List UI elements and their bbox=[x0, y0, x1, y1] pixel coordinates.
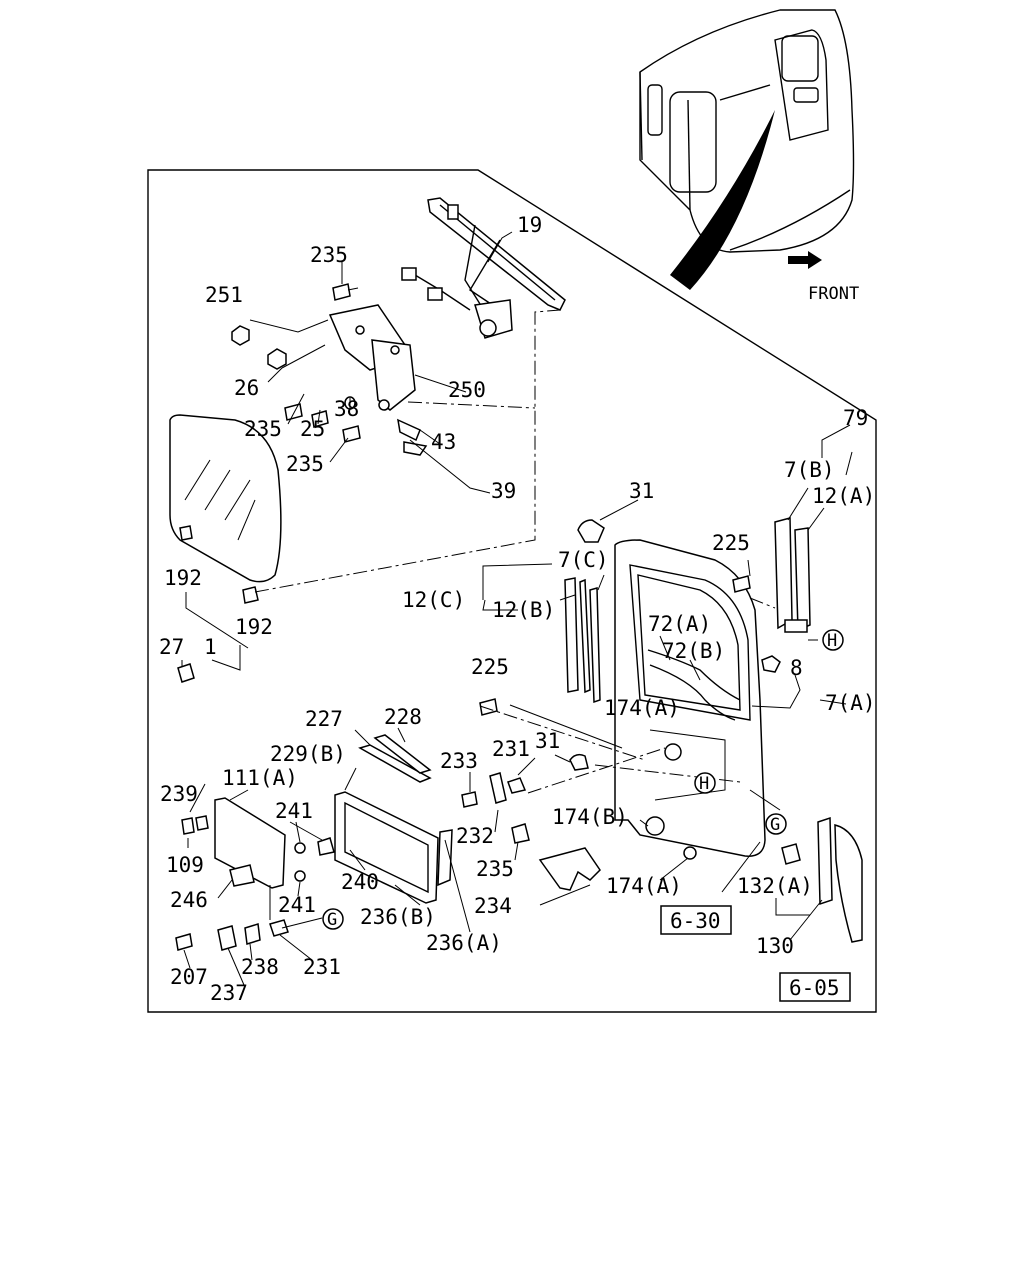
callout-31: 31 bbox=[629, 479, 654, 503]
callout-235: 235 bbox=[310, 243, 348, 267]
front-label: FRONT bbox=[808, 284, 859, 304]
callout-27: 27 bbox=[159, 635, 184, 659]
callout-174a: 174(A) bbox=[606, 874, 682, 898]
callout-235: 235 bbox=[286, 452, 324, 476]
bolt-235-mid bbox=[284, 403, 303, 421]
rear-panel-assembly bbox=[781, 816, 863, 943]
callout-232: 232 bbox=[456, 824, 494, 848]
callout-12a: 12(A) bbox=[812, 484, 875, 508]
callout-231: 231 bbox=[303, 955, 341, 979]
bolt-25 bbox=[311, 410, 329, 428]
callout-7b: 7(B) bbox=[784, 458, 835, 482]
callout-246: 246 bbox=[170, 888, 208, 912]
callout-39: 39 bbox=[491, 479, 516, 503]
page-ref-6-05: 6-05 bbox=[789, 976, 840, 1000]
callout-12c: 12(C) bbox=[402, 588, 465, 612]
callout-251: 251 bbox=[205, 283, 243, 307]
callout-132a: 132(A) bbox=[737, 874, 813, 898]
callout-237: 237 bbox=[210, 981, 248, 1005]
callout-12b: 12(B) bbox=[492, 598, 555, 622]
callout-31: 31 bbox=[535, 729, 560, 753]
ref-h-circle: H bbox=[827, 631, 837, 651]
callout-227: 227 bbox=[305, 707, 343, 731]
page-ref-6-30: 6-30 bbox=[670, 909, 721, 933]
front-arrow-icon bbox=[788, 251, 822, 269]
callout-240: 240 bbox=[341, 870, 379, 894]
door-assembly bbox=[461, 517, 811, 891]
callout-231: 231 bbox=[492, 737, 530, 761]
callout-229b: 229(B) bbox=[270, 742, 346, 766]
callout-236a: 236(A) bbox=[426, 931, 502, 955]
callout-7a: 7(A) bbox=[825, 691, 876, 715]
callout-235: 235 bbox=[244, 417, 282, 441]
callout-236b: 236(B) bbox=[360, 905, 436, 929]
pointer-wedge bbox=[670, 110, 775, 290]
leader-lines bbox=[181, 231, 853, 986]
callout-111a: 111(A) bbox=[222, 766, 298, 790]
cab-overview: FRONT bbox=[639, 9, 859, 304]
callout-8: 8 bbox=[790, 656, 803, 680]
circle-references: H H G G bbox=[322, 629, 844, 930]
upper-fasteners bbox=[231, 283, 361, 443]
ref-h-circle: H bbox=[699, 774, 709, 794]
diagram-frame bbox=[147, 169, 877, 1013]
callout-130: 130 bbox=[756, 934, 794, 958]
nut-26 bbox=[267, 348, 287, 370]
side-glass-assembly bbox=[169, 414, 282, 683]
bolt-235-upper bbox=[332, 283, 351, 301]
callout-1: 1 bbox=[204, 635, 217, 659]
ref-g-circle: G bbox=[770, 815, 780, 835]
callout-238: 238 bbox=[241, 955, 279, 979]
callout-labels: 19 235 251 26 250 38 235 25 43 235 39 79… bbox=[159, 213, 876, 1005]
window-regulator-assembly bbox=[328, 197, 566, 456]
callout-72a: 72(A) bbox=[648, 612, 711, 636]
callout-207: 207 bbox=[170, 965, 208, 989]
callout-79: 79 bbox=[843, 406, 868, 430]
nut-251 bbox=[231, 325, 250, 346]
bolt-235-low bbox=[342, 425, 361, 443]
ref-g-circle: G bbox=[327, 910, 337, 930]
callout-241: 241 bbox=[278, 893, 316, 917]
callout-109: 109 bbox=[166, 853, 204, 877]
callout-174b: 174(B) bbox=[552, 805, 628, 829]
callout-7c: 7(C) bbox=[558, 548, 609, 572]
callout-26: 26 bbox=[234, 376, 259, 400]
page-references: 6-30 6-05 bbox=[660, 905, 851, 1002]
callout-225: 225 bbox=[712, 531, 750, 555]
callout-19: 19 bbox=[517, 213, 542, 237]
callout-174a: 174(A) bbox=[604, 696, 680, 720]
callout-38: 38 bbox=[334, 397, 359, 421]
callout-192: 192 bbox=[164, 566, 202, 590]
callout-235: 235 bbox=[476, 857, 514, 881]
callout-250: 250 bbox=[448, 378, 486, 402]
callout-234: 234 bbox=[474, 894, 512, 918]
callout-72b: 72(B) bbox=[662, 639, 725, 663]
callout-228: 228 bbox=[384, 705, 422, 729]
callout-233: 233 bbox=[440, 749, 478, 773]
callout-192: 192 bbox=[235, 615, 273, 639]
alignment-lines bbox=[254, 309, 776, 794]
callout-43: 43 bbox=[431, 430, 456, 454]
callout-241: 241 bbox=[275, 799, 313, 823]
callout-225: 225 bbox=[471, 655, 509, 679]
sliding-window-group bbox=[175, 734, 453, 951]
callout-25: 25 bbox=[300, 417, 325, 441]
callout-239: 239 bbox=[160, 782, 198, 806]
